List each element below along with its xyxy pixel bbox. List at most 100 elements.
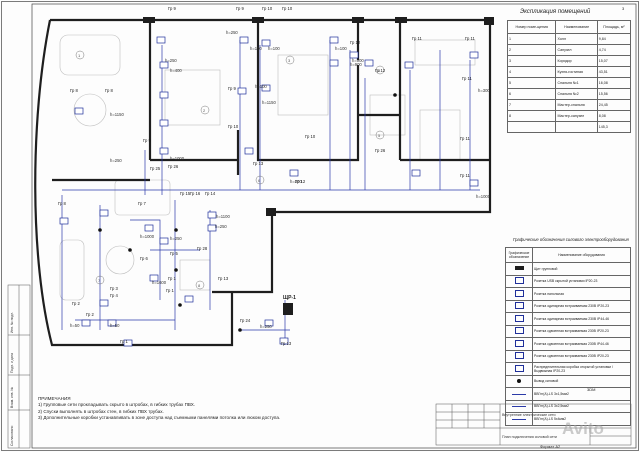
cell: 8	[506, 110, 557, 122]
legend-col-symbol: Графическое обозначение	[505, 247, 533, 263]
legend-label: Розетка USB скрытой установки IP20-23	[532, 274, 631, 288]
explication-header-row: Номер поме-щения Наименование Площадь, м…	[506, 20, 632, 34]
group-label: Гр 11	[460, 136, 471, 141]
height-label: h=300	[290, 179, 302, 184]
group-label: Гр 4	[110, 293, 119, 298]
group-label: Гр 11	[460, 173, 471, 178]
group-label: Гр 1	[168, 276, 177, 281]
height-label: h=1600	[152, 280, 167, 285]
group-label: Гр 11	[462, 76, 473, 81]
cable-2-icon	[505, 399, 533, 413]
explication-col-name: Наименование	[555, 20, 598, 34]
height-label: h=50	[110, 323, 120, 328]
legend-row: ВВГнг(А)-LS 5х4мм2	[505, 412, 631, 426]
explication-col-area: Площадь, м²	[596, 20, 632, 34]
group-label: Гр 28	[197, 246, 208, 251]
legend-label: ВВГнг(А)-LS 5х4мм2	[532, 412, 631, 426]
height-label: h=900	[352, 58, 364, 63]
legend-label: Щит групповой	[532, 262, 631, 276]
notes-heading: ПРИМЕЧАНИЯ	[38, 396, 71, 401]
cell: Санузел	[555, 44, 598, 56]
legend-row: ВВГнг(А)-LS 3х1,5мм2	[505, 387, 631, 401]
group-label: Гр 7	[138, 201, 147, 206]
legend-label: Розетка одинарная встраиваемая 230В IP20…	[532, 299, 631, 313]
legend-label: Розетка сдвоенная встраиваемая 230В IP20…	[532, 349, 631, 363]
cell: 7	[506, 99, 557, 111]
legend-label: Вывод силовой	[532, 374, 631, 388]
panel-shr1	[283, 303, 293, 315]
legend-row: Розетка сдвоенная встраиваемая 230В IP20…	[505, 324, 631, 338]
height-label: h=1000	[476, 194, 491, 199]
group-label: Гр 14	[205, 191, 216, 196]
legend-col-name: Наименование оборудования	[532, 247, 631, 263]
cell: Спальня №1	[555, 77, 598, 89]
group-label: Гр 12	[295, 179, 306, 184]
group-label: Гр 13	[253, 161, 264, 166]
group-label: Гр 1	[166, 288, 175, 293]
group-label: Гр 1	[120, 339, 129, 344]
group-label: Гр 10	[262, 6, 273, 11]
height-label: h=900	[350, 62, 362, 67]
height-label: h=250	[170, 236, 182, 241]
room-number: 5	[378, 133, 381, 138]
explication-title: Экспликация помещений	[520, 9, 591, 15]
cell: Мастер-санузел	[555, 110, 598, 122]
side-label: Согласовано	[10, 425, 14, 446]
group-label: Гр 9	[236, 6, 245, 11]
legend-row: Розетка одинарная встраиваемая 230В IP44…	[505, 312, 631, 326]
legend-label: Розетка напольная	[532, 287, 631, 301]
height-label: h=1150	[110, 112, 124, 117]
group-label: Гр 10	[305, 134, 316, 139]
cell: 2	[506, 44, 557, 56]
cable-routes-layer	[61, 40, 480, 345]
socket-usb-icon	[505, 274, 533, 288]
height-label: h=1000	[170, 156, 185, 161]
title-block-line-a: Внутренние электрические сети	[502, 413, 556, 417]
cell: 6	[506, 88, 557, 100]
socket-2-icon	[505, 324, 533, 338]
height-label: h=1150	[262, 100, 276, 105]
cell: 145,3	[596, 121, 632, 133]
side-label: Подп. и дата	[10, 353, 14, 373]
room-markers	[75, 50, 385, 290]
notes-line: 2) Спуски выполнять в штробах стен, в ги…	[38, 408, 164, 414]
legend-header-row: Графическое обозначение Наименование обо…	[505, 247, 631, 263]
group-label: Гр 2	[72, 301, 81, 306]
height-label: h=250	[165, 58, 177, 63]
group-label: Гр 12	[375, 68, 386, 73]
group-label: Гр 5	[170, 251, 179, 256]
legend-row: Вывод силовой	[505, 374, 631, 388]
group-label: Гр 2	[86, 312, 95, 317]
socket-1-icon	[505, 299, 533, 313]
cable-1-icon	[505, 387, 533, 401]
room-number: 3	[288, 58, 291, 63]
socket-3ph-icon	[505, 362, 533, 376]
height-label: h=100	[335, 46, 347, 51]
side-label: Взам. инв. №	[10, 386, 14, 408]
cell: Мастер-спальня	[555, 99, 598, 111]
notes-line: 1) Групповые сети прокладывать скрыто в …	[38, 402, 196, 408]
room-number: 8	[198, 283, 201, 288]
group-label: Гр 11	[465, 36, 476, 41]
page-number: 3	[622, 6, 625, 11]
cell: 4,74	[596, 44, 632, 56]
group-label: Гр 8	[70, 88, 79, 93]
group-label: Гр 10	[282, 6, 293, 11]
legend-table: Графическое обозначение Наименование обо…	[505, 247, 631, 426]
legend-row: Щит групповой	[505, 262, 631, 276]
cell: Коридор	[555, 55, 598, 67]
cell: 16,08	[596, 77, 632, 89]
cell: Спальня №2	[555, 88, 598, 100]
cell: 4	[506, 66, 557, 78]
shield-icon	[505, 262, 533, 276]
group-label: Гр 11	[412, 36, 423, 41]
legend-label: Розетка сдвоенная встраиваемая 230В IP44…	[532, 337, 631, 351]
legend-title: Графические обозначения силового электро…	[513, 237, 629, 242]
